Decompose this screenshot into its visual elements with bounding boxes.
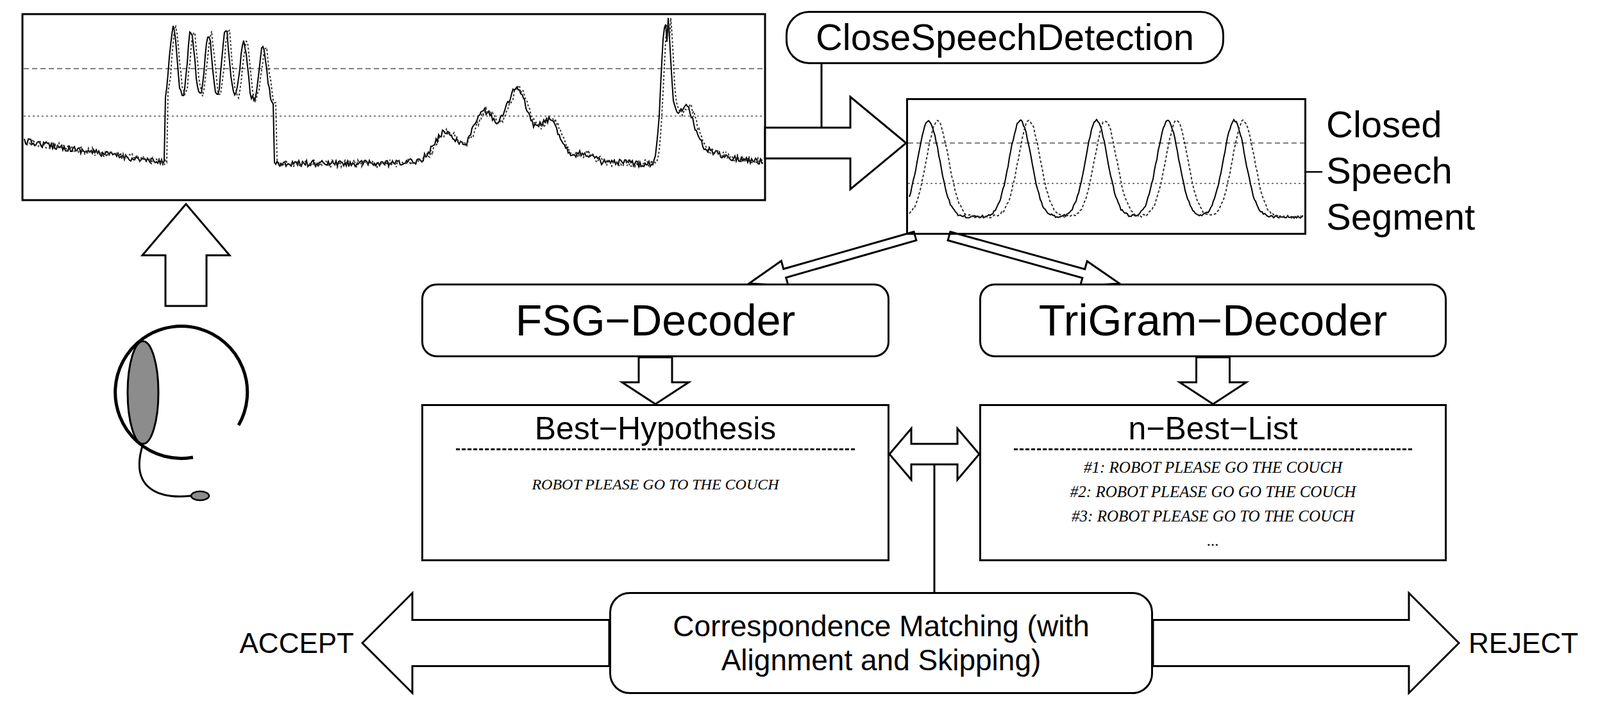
input-arrow xyxy=(142,203,230,306)
hypothesis-line: #3: ROBOT PLEASE GO TO THE COUCH xyxy=(1071,504,1355,529)
flow-arrow xyxy=(947,231,1120,286)
segment-label: Closed Speech Segment xyxy=(1326,101,1475,240)
dashed-rule xyxy=(1013,448,1413,451)
hypothesis-line: #2: ROBOT PLEASE GO GO THE COUCH xyxy=(1070,479,1356,505)
signal-frame xyxy=(22,14,766,201)
energy-curve xyxy=(24,17,764,167)
detector-pill: CloseSpeechDetection xyxy=(785,10,1225,65)
leader-line xyxy=(1306,171,1323,174)
hollow-arrow xyxy=(622,357,689,405)
tap-line xyxy=(820,64,823,128)
box-heading: Best−Hypothesis xyxy=(534,409,777,447)
headset-icon xyxy=(115,326,248,501)
segment-curve xyxy=(909,119,1304,219)
hollow-arrow xyxy=(1179,357,1247,405)
segment-curve xyxy=(909,119,1304,219)
flow-arrow xyxy=(765,64,907,190)
hollow-arrow xyxy=(765,96,907,190)
decoder-box: FSG−Decoder xyxy=(421,283,890,358)
matching-feed-line xyxy=(933,464,936,592)
threshold-line xyxy=(908,182,1305,185)
threshold-line xyxy=(23,115,764,117)
hollow-arrow xyxy=(947,231,1120,286)
microphone xyxy=(191,491,210,501)
decoder-box: TriGram−Decoder xyxy=(979,283,1447,358)
energy-curve xyxy=(24,17,764,168)
ear-cup xyxy=(127,341,159,444)
mic-wire xyxy=(139,443,192,497)
hypothesis-line: ROBOT PLEASE GO TO THE COUCH xyxy=(531,474,779,494)
flow-arrow xyxy=(622,357,689,405)
flow-arrow xyxy=(749,231,917,286)
headband xyxy=(115,326,248,459)
result-box: n−Best−List #1: ROBOT PLEASE GO THE COUCH… xyxy=(979,404,1447,562)
segment-box: Closed Speech Segment xyxy=(906,98,1307,235)
hollow-arrow xyxy=(749,231,917,286)
hypothesis-line: #1: ROBOT PLEASE GO THE COUCH xyxy=(1083,455,1343,480)
outcome-label: REJECT xyxy=(1468,626,1579,660)
result-box: Best−HypothesisROBOT PLEASE GO TO THE CO… xyxy=(421,404,890,562)
box-heading: n−Best−List xyxy=(1128,409,1298,447)
outcome-arrow xyxy=(1153,593,1459,694)
threshold-line xyxy=(908,142,1305,144)
outcome-arrow xyxy=(362,593,610,694)
flow-arrow xyxy=(1179,357,1247,405)
dashed-rule xyxy=(455,448,856,451)
outcome-label: ACCEPT xyxy=(239,626,354,660)
threshold-line xyxy=(23,67,764,70)
box-label: Correspondence Matching (with Alignment … xyxy=(637,609,1125,678)
box-label: FSG−Decoder xyxy=(515,294,796,346)
matching-box: Correspondence Matching (with Alignment … xyxy=(609,591,1154,694)
box-label: TriGram−Decoder xyxy=(1038,294,1388,346)
hypothesis-line: ... xyxy=(1206,528,1220,553)
box-label: CloseSpeechDetection xyxy=(815,16,1195,59)
